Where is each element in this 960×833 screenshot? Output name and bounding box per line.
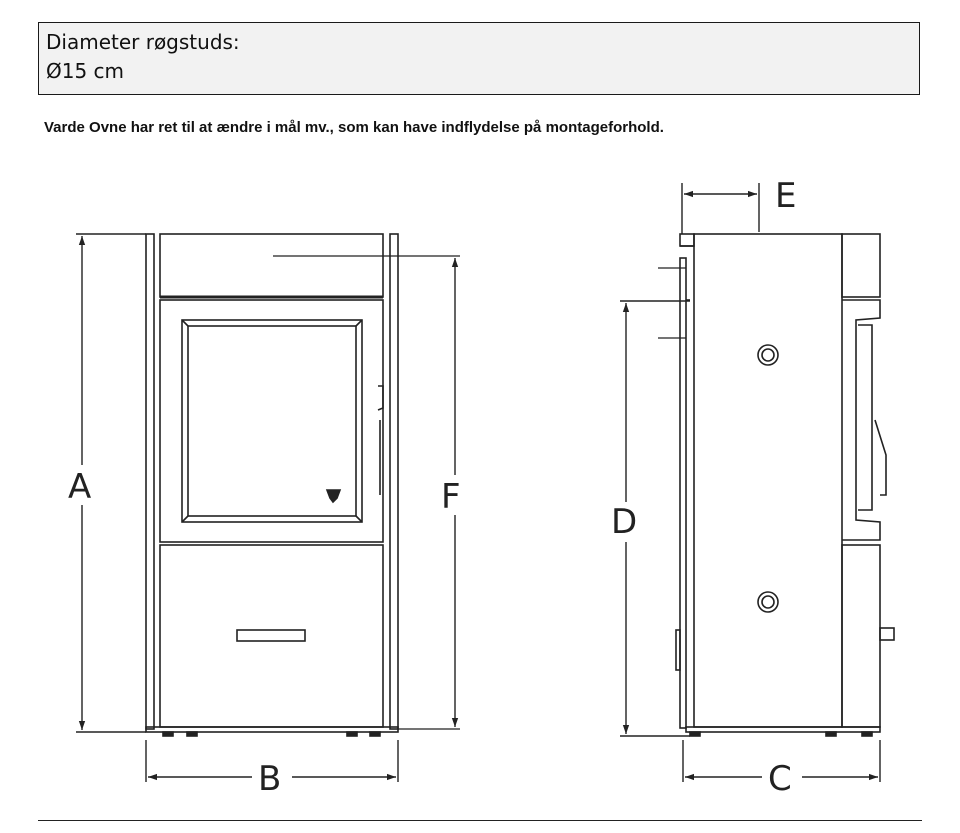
- glass-window-inner: [187, 325, 357, 517]
- front-view: [145, 233, 460, 737]
- front-base-plate: [145, 726, 399, 733]
- logo-icon: [325, 489, 342, 504]
- side-back-flange: [679, 257, 687, 729]
- side-drawer-handle: [879, 627, 895, 641]
- side-bolt-lower: [757, 591, 779, 613]
- dimension-d: [620, 300, 690, 737]
- dimension-label-d: D: [611, 502, 637, 542]
- front-right-rail: [389, 233, 399, 730]
- side-main-body: [693, 233, 843, 728]
- dimension-label-b: B: [258, 759, 281, 799]
- side-view: [658, 233, 895, 737]
- smoke-outlet-value: Ø15 cm: [46, 59, 125, 83]
- front-door-section: [159, 299, 384, 543]
- side-lower-section: [841, 544, 881, 728]
- side-base-plate: [685, 726, 881, 733]
- dimension-label-e: E: [775, 176, 796, 216]
- side-door-profile: [842, 299, 881, 541]
- door-handle: [377, 385, 384, 411]
- smoke-outlet-stub: [679, 233, 695, 247]
- side-door-handle: [874, 419, 887, 496]
- smoke-outlet-spec-box: Diameter røgstuds: Ø15 cm: [38, 22, 920, 95]
- front-top-panel: [159, 233, 384, 298]
- ash-drawer-handle: [236, 629, 306, 642]
- side-bolt-upper: [757, 344, 779, 366]
- front-lower-section: [159, 544, 384, 728]
- dimension-c: [682, 740, 881, 782]
- dimension-label-a: A: [68, 467, 91, 507]
- dimension-e: [681, 183, 760, 234]
- bottom-divider: [38, 820, 922, 821]
- dimension-label-f: F: [441, 477, 461, 517]
- disclaimer-text: Varde Ovne har ret til at ændre i mål mv…: [44, 119, 664, 136]
- glass-window-outer: [181, 319, 363, 523]
- side-top-panel: [841, 233, 881, 298]
- dimension-b: [145, 740, 399, 782]
- smoke-outlet-label: Diameter røgstuds:: [46, 30, 240, 54]
- dimension-label-c: C: [768, 759, 792, 799]
- dimension-a: [76, 233, 146, 733]
- front-left-rail: [145, 233, 155, 730]
